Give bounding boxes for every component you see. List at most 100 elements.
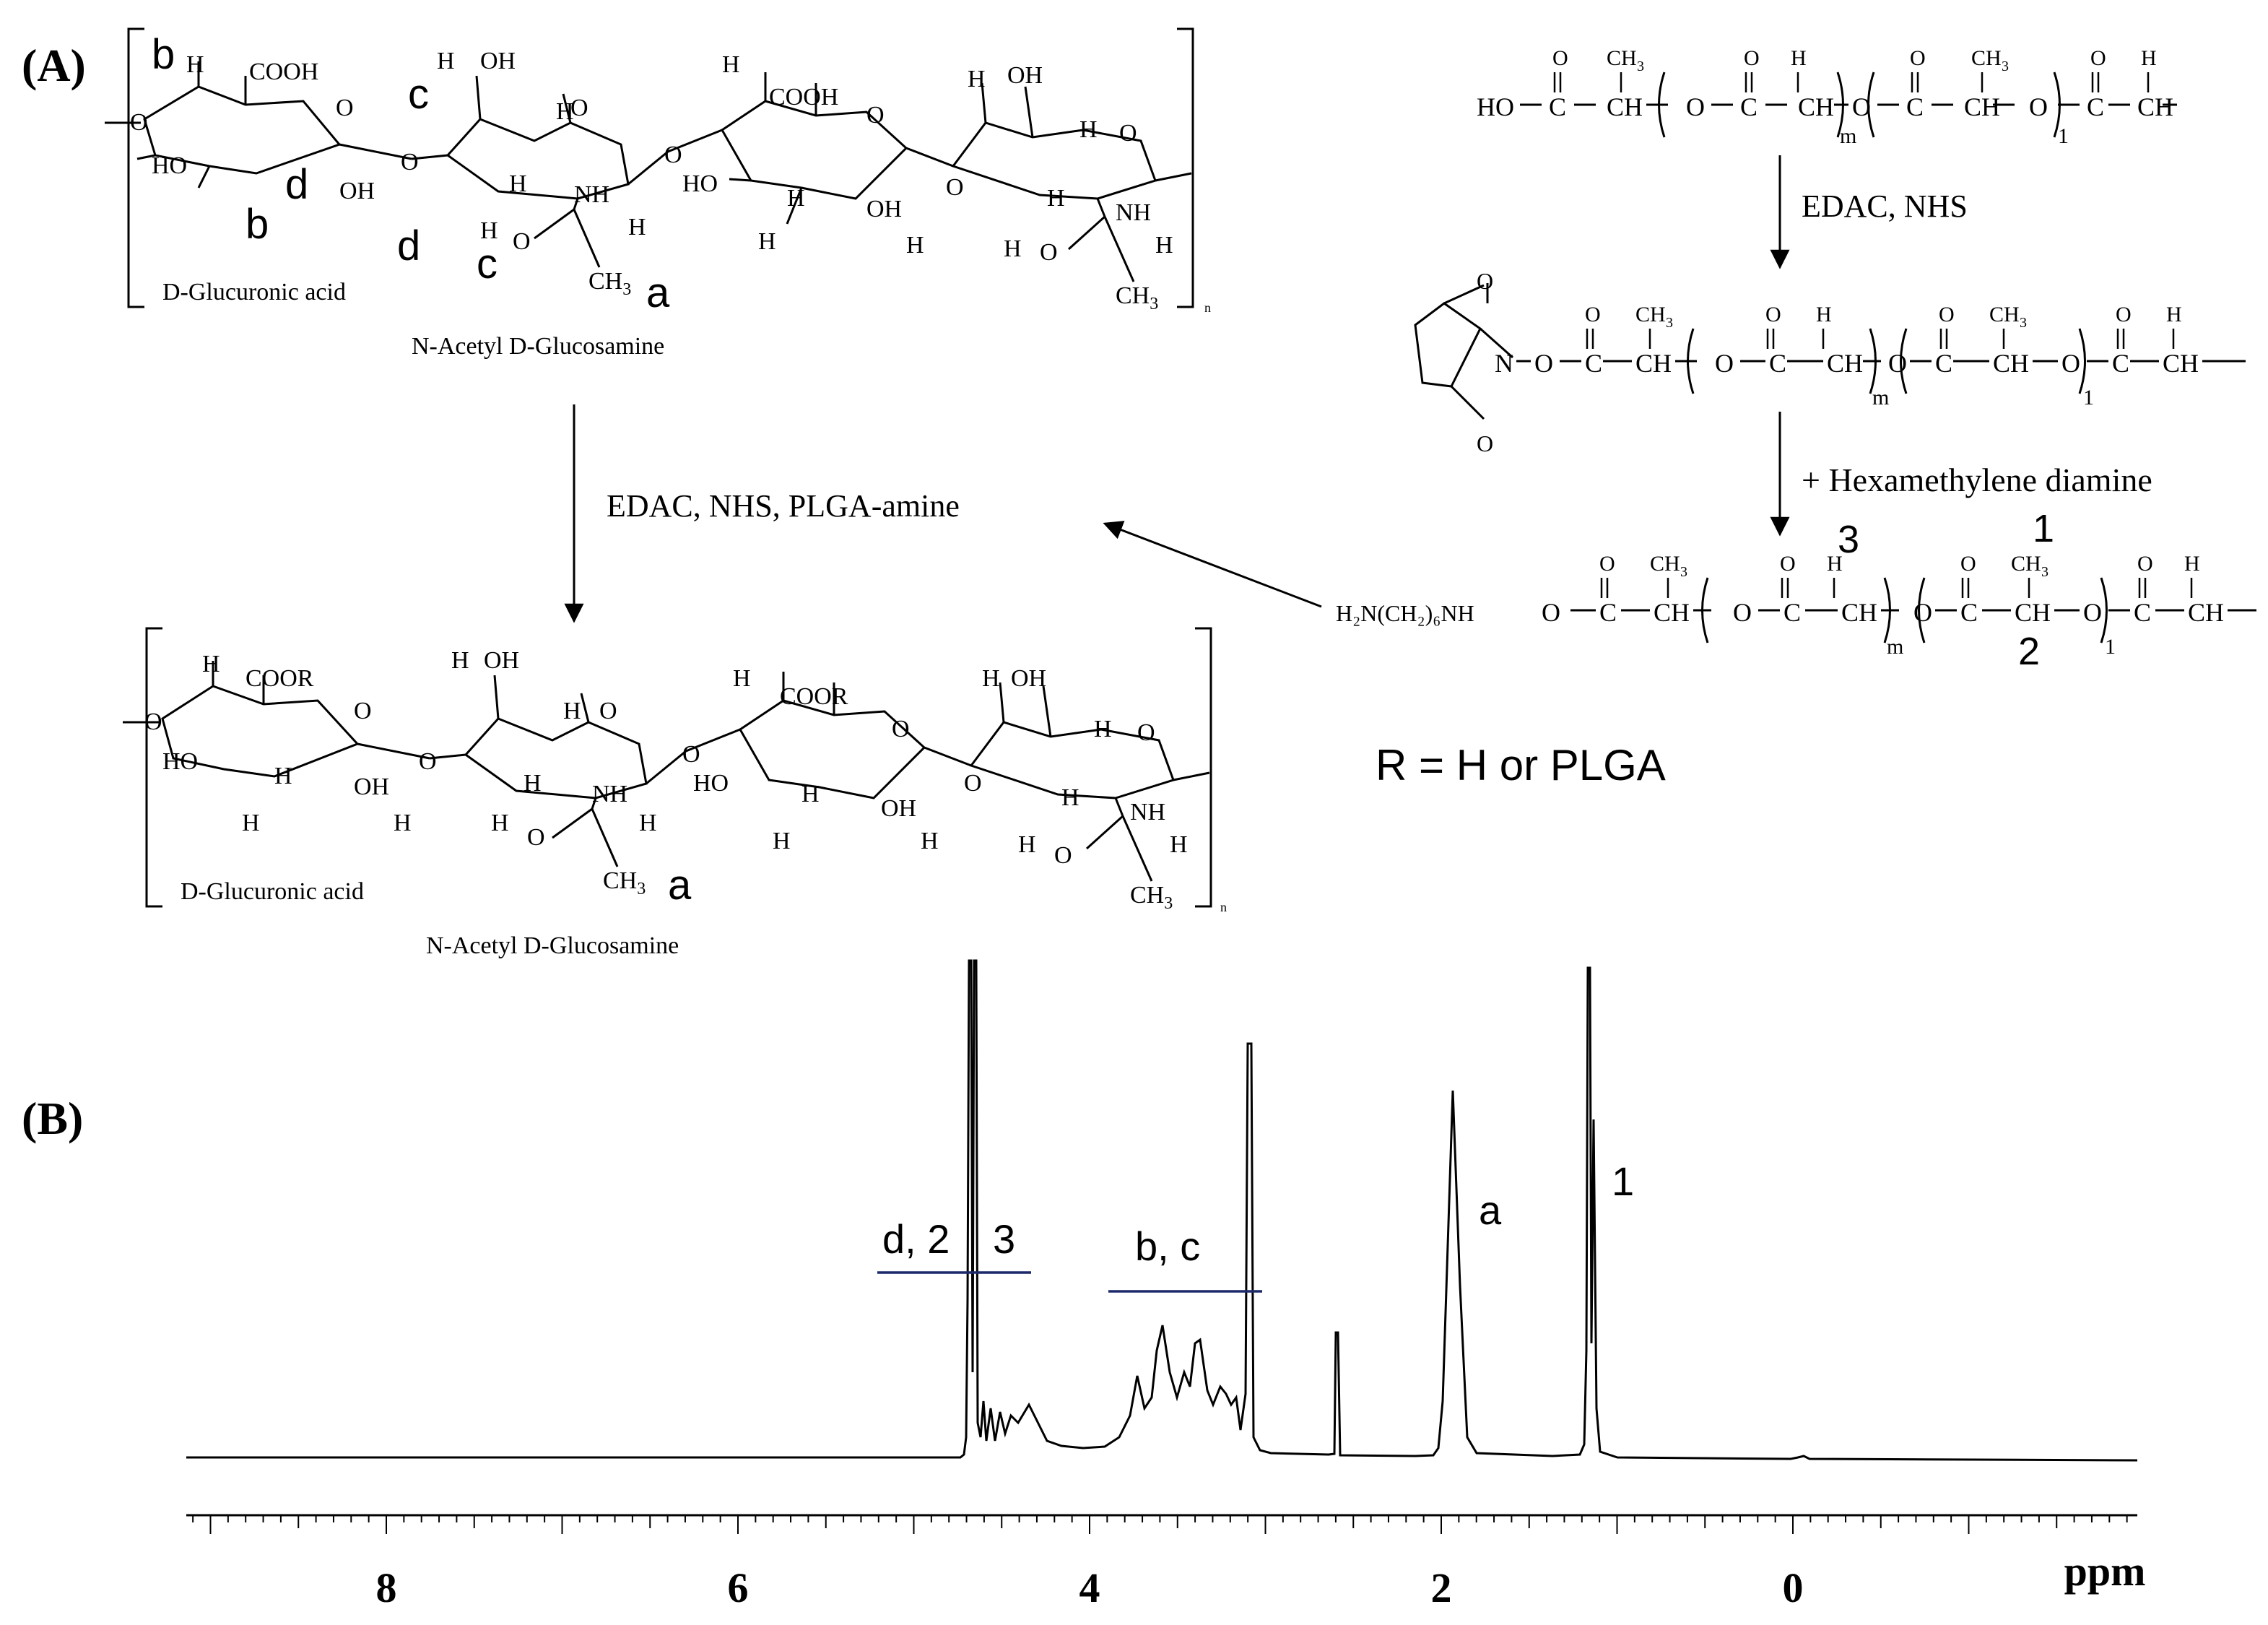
annotation-3: 3 bbox=[993, 1216, 1015, 1262]
letter-c: c bbox=[408, 71, 429, 118]
annotation-1: 1 bbox=[1612, 1158, 1634, 1204]
oh-label-2: OH bbox=[484, 647, 519, 674]
svg-text:3: 3 bbox=[2041, 564, 2048, 580]
carbonyl-o-2: O bbox=[1054, 842, 1072, 869]
svg-text:m: m bbox=[1872, 386, 1889, 410]
h-label: H bbox=[509, 170, 527, 197]
svg-text:C: C bbox=[1935, 349, 1952, 378]
letter-a-bottom: a bbox=[668, 862, 692, 909]
svg-text:O: O bbox=[1477, 268, 1493, 294]
repeat-n: n bbox=[1204, 300, 1211, 315]
h-label: H bbox=[1079, 116, 1098, 143]
svg-text:O: O bbox=[2116, 303, 2132, 326]
svg-text:O: O bbox=[1888, 349, 1907, 378]
h-label: H bbox=[437, 48, 455, 74]
link-o-1: O bbox=[419, 748, 437, 775]
svg-text:O: O bbox=[2061, 349, 2080, 378]
carbonyl-o-1: O bbox=[513, 228, 531, 255]
coor-label-2: COOR bbox=[780, 683, 848, 710]
ring-o-4: O bbox=[1137, 719, 1155, 746]
svg-text:CH: CH bbox=[2188, 598, 2224, 627]
svg-text:O: O bbox=[1939, 303, 1955, 326]
svg-text:C: C bbox=[2112, 349, 2129, 378]
carbonyl-o-2: O bbox=[1040, 239, 1058, 266]
svg-text:CH: CH bbox=[1841, 598, 1877, 627]
letter-b: b bbox=[246, 201, 269, 248]
coor-label-1: COOR bbox=[246, 665, 314, 692]
svg-text:O: O bbox=[1552, 46, 1568, 70]
panel-b-label: (B) bbox=[22, 1093, 83, 1144]
svg-text:O: O bbox=[1744, 46, 1760, 70]
x-tick-label: 0 bbox=[1783, 1564, 1804, 1611]
h-label: H bbox=[1061, 784, 1079, 811]
annotation-bc: b, c bbox=[1135, 1223, 1200, 1269]
svg-text:O: O bbox=[2137, 552, 2153, 576]
svg-text:O: O bbox=[1765, 303, 1781, 326]
ch3-label-2: CH3 bbox=[1116, 282, 1158, 313]
plga-label-2: 2 bbox=[2018, 630, 2040, 673]
h-label: H bbox=[921, 828, 939, 854]
svg-text:1: 1 bbox=[2083, 386, 2094, 410]
svg-text:C: C bbox=[1740, 92, 1758, 121]
svg-text:C: C bbox=[1599, 598, 1617, 627]
svg-text:m: m bbox=[1840, 124, 1856, 148]
h-label: H bbox=[1004, 235, 1022, 262]
oh-label-4: OH bbox=[1007, 62, 1043, 89]
svg-text:CH: CH bbox=[1971, 46, 2002, 70]
svg-text:O: O bbox=[2083, 598, 2102, 627]
ha-top-atoms: COOH H HO OH O O O H OH H O NH H H H O C… bbox=[130, 48, 1211, 315]
nmr-trace bbox=[186, 959, 2138, 1462]
h-label: H bbox=[394, 810, 412, 836]
svg-text:CH: CH bbox=[1650, 552, 1680, 576]
letter-c: c bbox=[477, 240, 498, 287]
h-label: H bbox=[1155, 232, 1173, 259]
h-label: H bbox=[556, 98, 574, 125]
ring-o-2: O bbox=[599, 698, 617, 724]
x-tick-label: 4 bbox=[1079, 1564, 1100, 1611]
r-definition: R = H or PLGA bbox=[1376, 741, 1666, 789]
svg-text:C: C bbox=[2087, 92, 2104, 121]
x-tick-label: 6 bbox=[728, 1564, 749, 1611]
svg-text:H: H bbox=[2184, 552, 2200, 576]
repeat-n: n bbox=[1220, 900, 1227, 914]
x-axis-ticks bbox=[192, 1515, 2128, 1534]
svg-text:C: C bbox=[1585, 349, 1602, 378]
glucuronic-acid-label: D-Glucuronic acid bbox=[162, 279, 346, 306]
h-label: H bbox=[491, 810, 509, 836]
svg-text:O: O bbox=[1534, 349, 1553, 378]
h-label: H bbox=[451, 647, 469, 674]
ring-o-3: O bbox=[866, 102, 885, 129]
h-label: H bbox=[480, 217, 498, 244]
cooh-label-1: COOH bbox=[249, 58, 318, 85]
step2-label: + Hexamethylene diamine bbox=[1802, 462, 2152, 498]
ho-label-2: HO bbox=[682, 170, 718, 197]
svg-text:CH: CH bbox=[1827, 349, 1863, 378]
left-reaction-label: EDAC, NHS, PLGA-amine bbox=[607, 488, 960, 524]
svg-text:H: H bbox=[1816, 303, 1832, 326]
ring-o-4: O bbox=[1119, 120, 1137, 147]
glucosamine-label: N-Acetyl D-Glucosamine bbox=[426, 932, 679, 959]
x-axis-unit: ppm bbox=[2064, 1548, 2146, 1595]
svg-text:O: O bbox=[1913, 598, 1932, 627]
ho-label-2: HO bbox=[693, 770, 729, 797]
h-label: H bbox=[968, 66, 986, 92]
ha-top-proton-letters: b d b d c c a bbox=[152, 31, 670, 316]
h-label: H bbox=[758, 228, 776, 255]
link-o-0: O bbox=[130, 109, 148, 136]
h-label: H bbox=[982, 665, 1000, 692]
h-label: H bbox=[628, 214, 646, 240]
svg-text:1: 1 bbox=[2058, 124, 2069, 148]
plga-label-3: 3 bbox=[1838, 518, 1859, 561]
svg-text:CH: CH bbox=[2137, 92, 2173, 121]
svg-text:3: 3 bbox=[2020, 315, 2027, 331]
svg-text:C: C bbox=[2134, 598, 2151, 627]
nh-label-2: NH bbox=[1130, 799, 1165, 826]
svg-text:H: H bbox=[1827, 552, 1843, 576]
svg-text:N: N bbox=[1495, 349, 1513, 378]
h-label: H bbox=[563, 698, 581, 724]
svg-text:CH: CH bbox=[1635, 349, 1672, 378]
